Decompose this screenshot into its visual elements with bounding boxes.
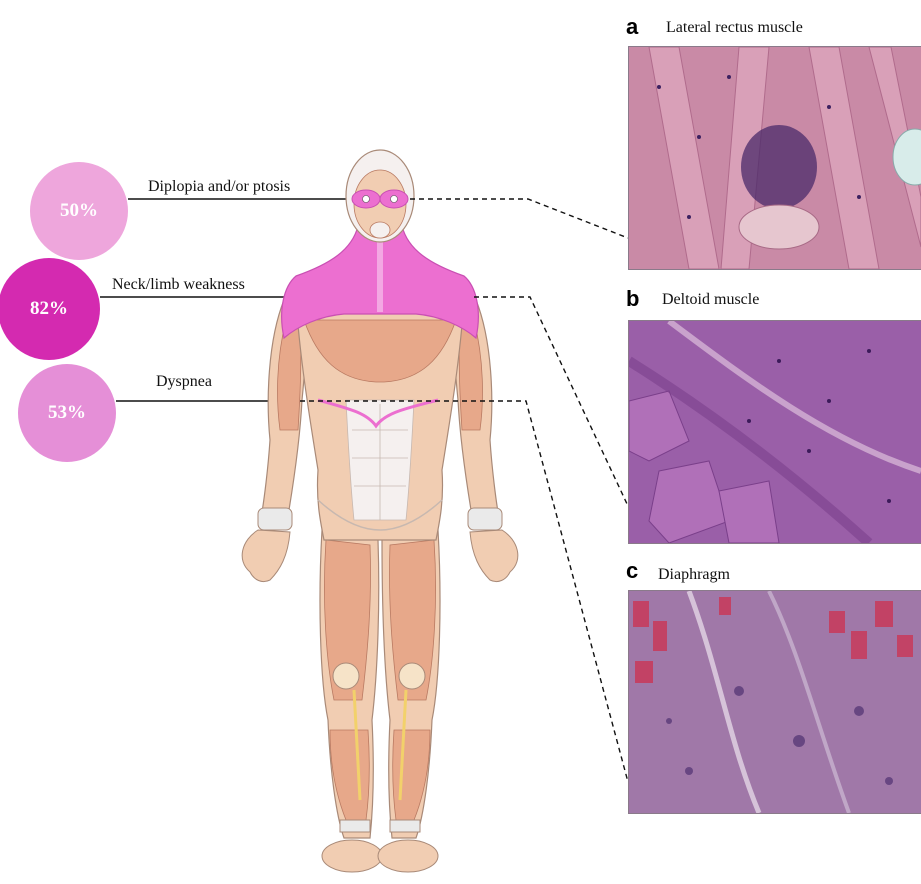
panel-letter-a: a — [626, 14, 639, 39]
foot-left — [321, 839, 383, 873]
chest-muscles — [303, 319, 457, 383]
panel-title-b: Deltoid muscle — [662, 291, 760, 308]
micrograph-lateral-rectus — [628, 46, 921, 270]
dashed-connector-b — [474, 296, 629, 507]
symptom-label-dyspnea: Dyspnea — [156, 373, 212, 390]
symptom-circle-dyspnea: 53% — [18, 364, 116, 462]
diaphragm-highlight — [317, 398, 439, 429]
micrograph-diaphragm — [628, 590, 921, 814]
hand-right — [469, 529, 519, 583]
knee-left — [332, 662, 360, 690]
micrograph-texture-a — [629, 47, 921, 269]
percent-label: 53% — [48, 402, 86, 423]
percent-label: 50% — [60, 200, 98, 221]
tendon-right — [398, 689, 408, 801]
dashed-connector-a — [410, 198, 629, 239]
mouth-region — [369, 221, 391, 239]
micrograph-texture-b — [629, 321, 921, 543]
symptom-circle-weakness: 82% — [0, 258, 100, 360]
symptom-label-diplopia: Diplopia and/or ptosis — [148, 178, 291, 195]
symptom-label-weakness: Neck/limb weakness — [112, 276, 245, 293]
knee-right — [398, 662, 426, 690]
panel-letter-b: b — [626, 286, 640, 311]
tendon-left — [352, 689, 362, 801]
ankle-band-left — [339, 819, 371, 833]
micrograph-texture-c — [629, 591, 921, 813]
panel-title-c: Diaphragm — [658, 566, 730, 583]
foot-right — [377, 839, 439, 873]
wrist-band-right — [467, 507, 503, 531]
percent-label: 82% — [30, 298, 68, 319]
micrograph-deltoid — [628, 320, 921, 544]
panel-title-a: Lateral rectus muscle — [666, 19, 803, 36]
panel-letter-c: c — [626, 558, 639, 583]
arm-muscles — [277, 319, 483, 431]
wrist-band-left — [257, 507, 293, 531]
pelvis — [317, 499, 443, 531]
leg-muscles — [324, 539, 436, 821]
symptom-circle-diplopia: 50% — [30, 162, 128, 260]
dashed-connector-c — [300, 400, 629, 783]
hand-left — [241, 529, 291, 583]
ankle-band-right — [389, 819, 421, 833]
